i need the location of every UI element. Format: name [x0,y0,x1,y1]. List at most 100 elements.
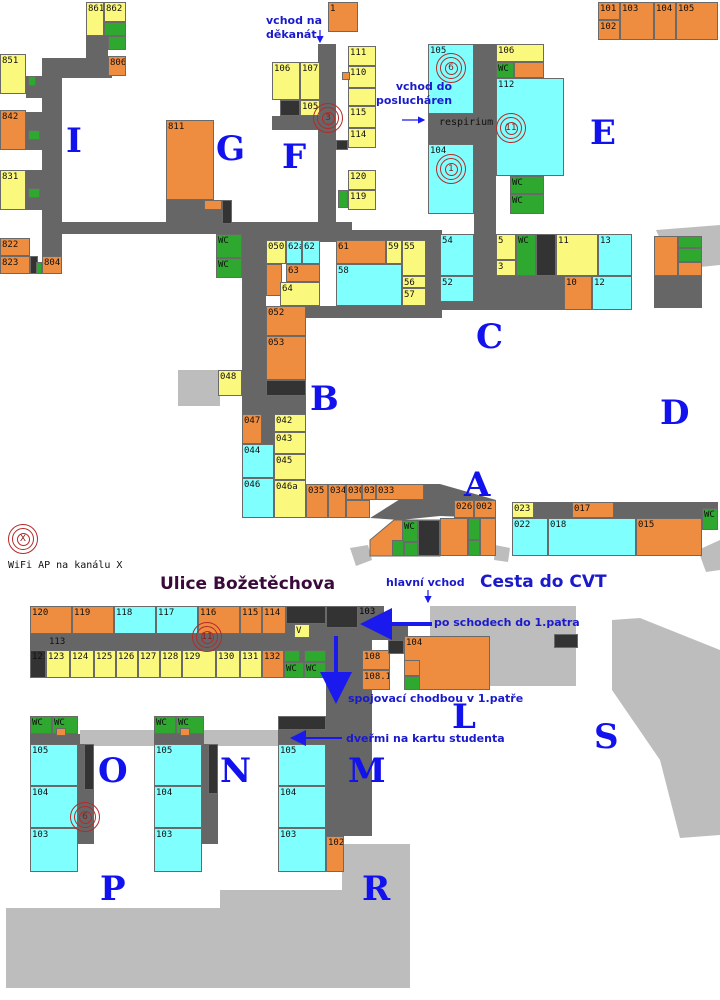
room: 026 [454,500,474,518]
room: 811 [166,120,214,200]
building-label-r: R [362,869,391,909]
room: 804 [42,256,62,274]
stairs [418,520,440,556]
stairs [84,744,94,790]
room: 5 [496,234,516,260]
room [56,728,66,736]
room: 11 [556,234,598,276]
room: 823 [0,256,30,274]
room: 125 [94,650,116,678]
building-label-d: D [660,393,690,433]
room: 022 [512,518,548,556]
room: 103 [30,828,78,872]
corridor [654,276,702,308]
room: 121 [30,650,46,678]
room: 106 [272,62,300,100]
room: 57 [402,288,426,306]
room: 104 [654,2,676,40]
corridor [242,230,266,420]
wc: WC [216,258,242,278]
room: 806 [108,56,126,76]
room: 108.1 [362,670,390,690]
room: 039 [362,484,376,500]
building-label-s: S [594,717,619,757]
stairs [286,606,326,624]
corridor [86,36,108,66]
wc: WC [216,234,242,258]
wc [404,676,420,690]
respirium-label: respirium [439,117,494,128]
stairs [278,716,326,730]
room: 56 [402,276,426,288]
stairs [336,140,348,150]
corridor [30,634,286,650]
room: V [294,624,310,638]
street-cvt: Cesta do CVT [480,572,607,592]
room: 62a [286,240,302,264]
street-bozetechova: Ulice Božetěchova [160,574,336,594]
room: 018 [548,518,636,556]
room: 015 [636,518,702,556]
wc [468,518,480,540]
room [346,500,370,518]
stairs [554,634,578,648]
room: 55 [402,240,426,276]
wc: WC [284,662,304,678]
room [440,518,468,556]
room: 119 [348,190,376,210]
room: 046a [274,480,306,518]
room: 10 [564,276,592,310]
room [654,236,678,276]
corridor [272,116,322,130]
corridor [30,734,80,744]
corridor [154,734,204,744]
wc: WC [510,194,544,214]
wc: WC [154,716,176,734]
wc [304,650,326,662]
wifi-ap-icon: 6 [70,802,100,832]
stairs-route-label: po schodech do 1.patra [434,616,580,629]
wifi-ap-icon: 3 [313,103,343,133]
room: 105 [676,2,718,40]
wc [678,236,702,248]
student-card-door-label: dveřmi na kartu studenta [346,732,505,745]
room: 044 [242,444,274,478]
corridor [42,58,62,268]
building-label-o: O [98,751,128,791]
room: 118 [114,606,156,634]
room: 017 [572,502,614,518]
corridor [278,730,326,744]
room: 108 [362,650,390,670]
room: 128 [160,650,182,678]
room: 047 [242,414,262,444]
wc [108,36,126,50]
room [678,262,702,276]
room: 851 [0,54,26,94]
room: 831 [0,170,26,210]
corridor [318,44,336,234]
room: 54 [440,234,474,276]
wc [338,190,348,208]
wc: WC [30,716,52,734]
wc [284,650,300,662]
room [180,728,190,736]
building-label-n: N [220,751,252,791]
building-label-i: I [66,121,82,161]
corridor [242,230,442,242]
room: 035 [306,484,328,518]
room: 127 [138,650,160,678]
room: 63 [286,264,320,282]
room: 030 [346,484,362,500]
room: 052 [266,306,306,336]
building-label-a: A [464,465,491,505]
room: 053 [266,336,306,380]
room: 103 [154,828,202,872]
wc [678,248,702,262]
wc: WC [516,234,536,276]
room: 131 [240,650,262,678]
room [266,264,282,296]
corridor [242,396,306,414]
room: 104 [154,786,202,828]
